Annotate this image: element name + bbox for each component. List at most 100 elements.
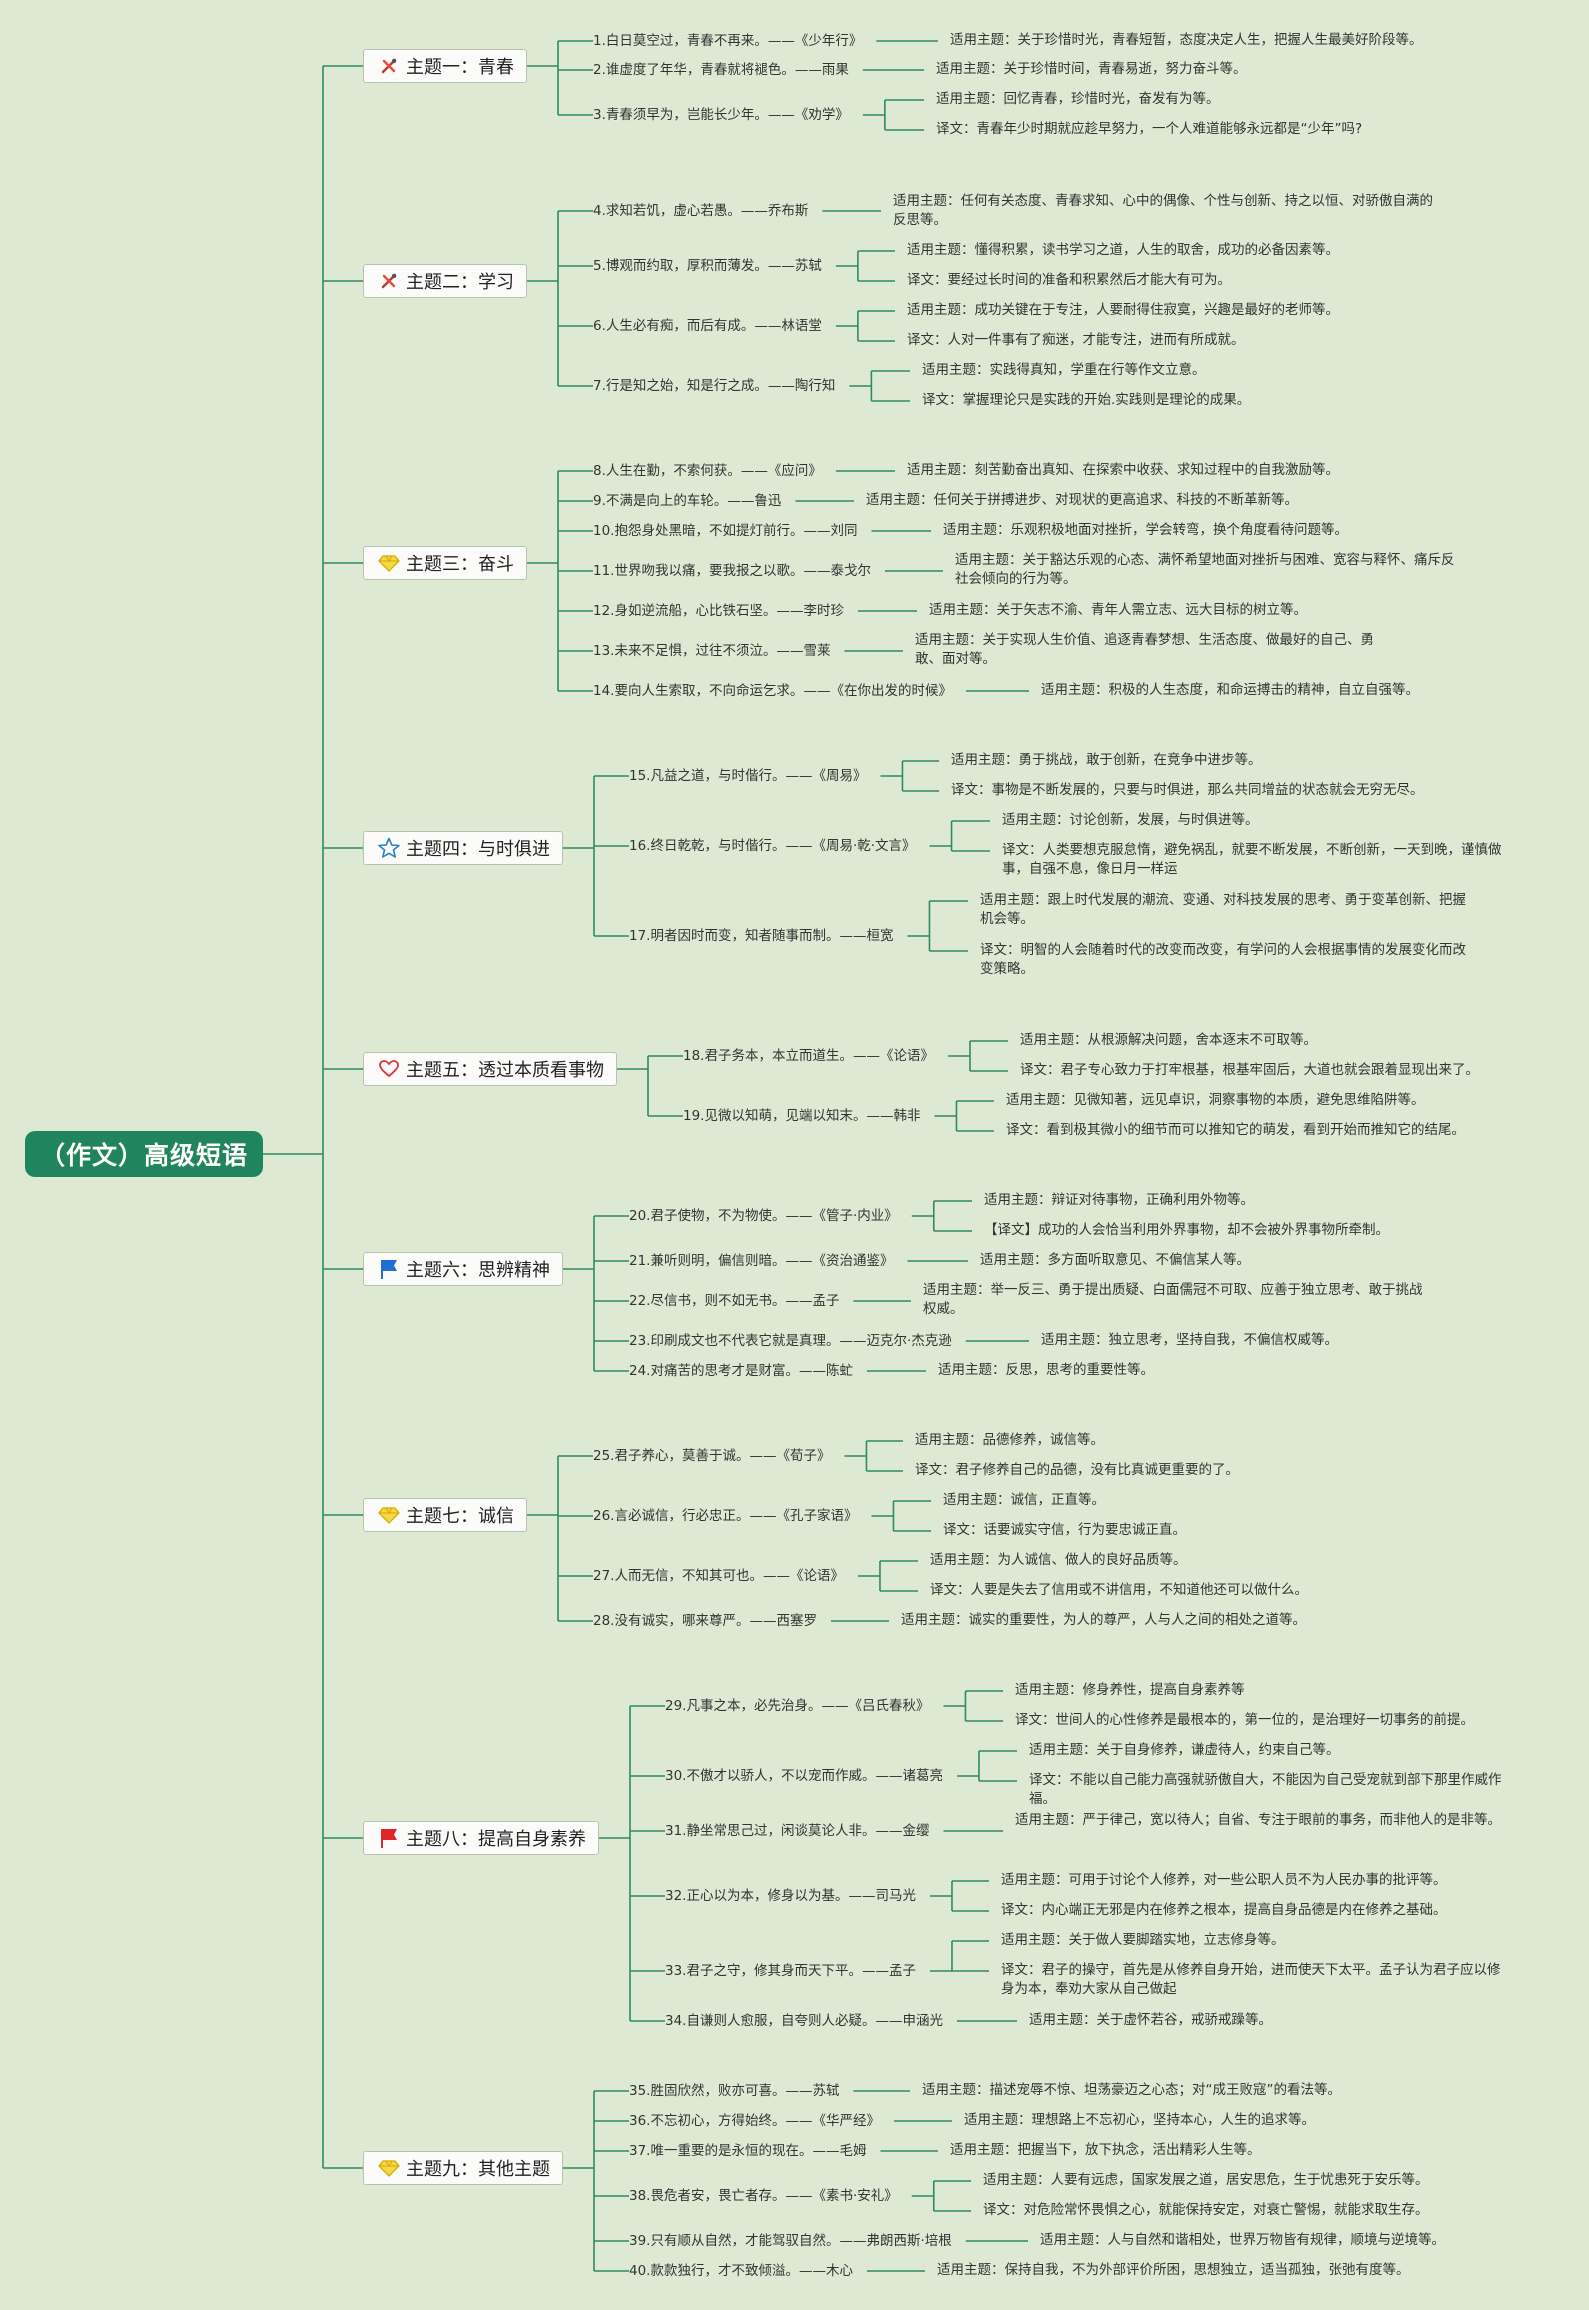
quote-node[interactable]: 25.君子养心，莫善于诚。——《荀子》 (593, 1448, 831, 1464)
applicable-theme-note: 适用主题：辩证对待事物，正确利用外物等。 (984, 1192, 1254, 1208)
star-icon (378, 837, 400, 859)
theme-label: 主题九：其他主题 (406, 2159, 550, 2180)
applicable-theme-note: 适用主题：关于虚怀若谷，戒骄戒躁等。 (1029, 2012, 1272, 2028)
heart-icon (378, 1058, 400, 1080)
applicable-theme-note: 适用主题：描述宠辱不惊、坦荡豪迈之心态；对“成王败寇”的看法等。 (922, 2082, 1341, 2098)
applicable-theme-note: 适用主题：诚实的重要性，为人的尊严，人与人之间的相处之道等。 (901, 1612, 1306, 1628)
quote-node[interactable]: 9.不满是向上的车轮。——鲁迅 (593, 493, 782, 509)
quote-node[interactable]: 8.人生在勤，不索何获。——《应问》 (593, 463, 822, 479)
applicable-theme-note: 适用主题：回忆青春，珍惜时光，奋发有为等。 (936, 91, 1220, 107)
translation-note: 【译文】成功的人会恰当利用外界事物，却不会被外界事物所牵制。 (984, 1222, 1389, 1238)
translation-note: 译文：人对一件事有了痴迷，才能专注，进而有所成就。 (907, 332, 1245, 348)
quote-node[interactable]: 30.不傲才以骄人，不以宠而作威。——诸葛亮 (665, 1768, 943, 1784)
applicable-theme-note: 适用主题：懂得积累，读书学习之道，人生的取舍，成功的必备因素等。 (907, 242, 1339, 258)
quote-node[interactable]: 5.博观而约取，厚积而薄发。——苏轼 (593, 258, 822, 274)
applicable-theme-note: 适用主题：刻苦勤奋出真知、在探索中收获、求知过程中的自我激励等。 (907, 462, 1339, 478)
quote-node[interactable]: 17.明者因时而变，知者随事而制。——桓宽 (629, 928, 894, 944)
blue-flag-icon (378, 1258, 400, 1280)
quote-node[interactable]: 2.谁虚度了年华，青春就将褪色。——雨果 (593, 62, 849, 78)
applicable-theme-note: 适用主题：关于矢志不渝、青年人需立志、远大目标的树立等。 (929, 602, 1307, 618)
quote-node[interactable]: 32.正心以为本，修身以为基。——司马光 (665, 1888, 916, 1904)
quote-node[interactable]: 21.兼听则明，偏信则暗。——《资治通鉴》 (629, 1253, 894, 1269)
quote-node[interactable]: 27.人而无信，不知其可也。——《论语》 (593, 1568, 844, 1584)
quote-node[interactable]: 18.君子务本，本立而道生。——《论语》 (683, 1048, 934, 1064)
applicable-theme-note: 适用主题：人与自然和谐相处，世界万物皆有规律，顺境与逆境等。 (1040, 2232, 1445, 2248)
quote-node[interactable]: 15.凡益之道，与时偕行。——《周易》 (629, 768, 867, 784)
theme-node[interactable]: 主题六：思辨精神 (363, 1252, 563, 1286)
applicable-theme-note: 适用主题：任何关于拼搏进步、对现状的更高追求、科技的不断革新等。 (866, 492, 1298, 508)
translation-note: 译文：君子修养自己的品德，没有比真诚更重要的了。 (915, 1462, 1239, 1478)
applicable-theme-note: 适用主题：关于珍惜时间，青春易逝，努力奋斗等。 (936, 61, 1247, 77)
theme-label: 主题七：诚信 (406, 1506, 514, 1527)
quote-node[interactable]: 31.静坐常思己过，闲谈莫论人非。——金缨 (665, 1823, 930, 1839)
quote-node[interactable]: 26.言必诚信，行必忠正。——《孔子家语》 (593, 1508, 858, 1524)
applicable-theme-note: 适用主题：积极的人生态度，和命运搏击的精神，自立自强等。 (1041, 682, 1419, 698)
translation-note: 译文：要经过长时间的准备和积累然后才能大有可为。 (907, 272, 1231, 288)
theme-label: 主题四：与时俱进 (406, 839, 550, 860)
theme-label: 主题五：透过本质看事物 (406, 1060, 604, 1081)
quote-node[interactable]: 39.只有顺从自然，才能驾驭自然。——弗朗西斯·培根 (629, 2233, 952, 2249)
translation-note: 译文：君子的操守，首先是从修养自身开始，进而使天下太平。孟子认为君子应以修身为本… (1001, 1962, 1501, 1997)
applicable-theme-note: 适用主题：实践得真知，学重在行等作文立意。 (922, 362, 1206, 378)
quote-node[interactable]: 38.畏危者安，畏亡者存。——《素书·安礼》 (629, 2188, 898, 2204)
quote-node[interactable]: 1.白日莫空过，青春不再来。——《少年行》 (593, 33, 863, 49)
quote-node[interactable]: 6.人生必有痴，而后有成。——林语堂 (593, 318, 822, 334)
theme-label: 主题一：青春 (406, 57, 514, 78)
quote-node[interactable]: 33.君子之守，修其身而天下平。——孟子 (665, 1963, 916, 1979)
quote-node[interactable]: 11.世界吻我以痛，要我报之以歌。——泰戈尔 (593, 563, 871, 579)
quote-node[interactable]: 37.唯一重要的是永恒的现在。——毛姆 (629, 2143, 867, 2159)
tools-icon (378, 55, 400, 77)
quote-node[interactable]: 10.抱怨身处黑暗，不如提灯前行。——刘同 (593, 523, 858, 539)
theme-node[interactable]: 主题一：青春 (363, 49, 527, 83)
quote-node[interactable]: 19.见微以知萌，见端以知末。——韩非 (683, 1108, 921, 1124)
applicable-theme-note: 适用主题：品德修养，诚信等。 (915, 1432, 1104, 1448)
quote-node[interactable]: 14.要向人生索取，不向命运乞求。——《在你出发的时候》 (593, 683, 952, 699)
quote-node[interactable]: 22.尽信书，则不如无书。——孟子 (629, 1293, 840, 1309)
quote-node[interactable]: 40.款款独行，才不致倾溢。——木心 (629, 2263, 853, 2279)
theme-node[interactable]: 主题五：透过本质看事物 (363, 1052, 617, 1086)
translation-note: 译文：内心端正无邪是内在修养之根本，提高自身品德是内在修养之基础。 (1001, 1902, 1447, 1918)
applicable-theme-note: 适用主题：诚信，正直等。 (943, 1492, 1105, 1508)
applicable-theme-note: 适用主题：人要有远虑，国家发展之道，居安思危，生于忧患死于安乐等。 (983, 2172, 1429, 2188)
applicable-theme-note: 适用主题：讨论创新，发展，与时俱进等。 (1002, 812, 1259, 828)
applicable-theme-note: 适用主题：关于珍惜时光，青春短暂，态度决定人生，把握人生最美好阶段等。 (950, 32, 1423, 48)
quote-node[interactable]: 7.行是知之始，知是行之成。——陶行知 (593, 378, 836, 394)
applicable-theme-note: 适用主题：可用于讨论个人修养，对一些公职人员不为人民办事的批评等。 (1001, 1872, 1447, 1888)
applicable-theme-note: 适用主题：修身养性，提高自身素养等 (1015, 1682, 1245, 1698)
quote-node[interactable]: 23.印刷成文也不代表它就是真理。——迈克尔·杰克逊 (629, 1333, 952, 1349)
applicable-theme-note: 适用主题：关于实现人生价值、追逐青春梦想、生活态度、做最好的自己、勇敢、面对等。 (915, 632, 1374, 667)
theme-node[interactable]: 主题二：学习 (363, 264, 527, 298)
theme-node[interactable]: 主题七：诚信 (363, 1498, 527, 1532)
applicable-theme-note: 适用主题：举一反三、勇于提出质疑、白面儒冠不可取、应善于独立思考、敢于挑战权威。 (923, 1282, 1423, 1317)
applicable-theme-note: 适用主题：严于律己，宽以待人；自省、专注于眼前的事务，而非他人的是非等。 (1015, 1812, 1501, 1828)
tools-icon (378, 270, 400, 292)
quote-node[interactable]: 36.不忘初心，方得始终。——《华严经》 (629, 2113, 880, 2129)
translation-note: 译文：掌握理论只是实践的开始.实践则是理论的成果。 (922, 392, 1251, 408)
theme-node[interactable]: 主题三：奋斗 (363, 546, 527, 580)
applicable-theme-note: 适用主题：关于做人要脚踏实地，立志修身等。 (1001, 1932, 1285, 1948)
root-topic[interactable]: （作文）高级短语 (25, 1131, 263, 1177)
translation-note: 译文：人要是失去了信用或不讲信用，不知道他还可以做什么。 (930, 1582, 1308, 1598)
translation-note: 译文：不能以自己能力高强就骄傲自大，不能因为自己受宠就到部下那里作威作福。 (1029, 1772, 1502, 1807)
translation-note: 译文：明智的人会随着时代的改变而改变，有学问的人会根据事情的发展变化而改变策略。 (980, 942, 1466, 977)
theme-node[interactable]: 主题九：其他主题 (363, 2151, 563, 2185)
theme-label: 主题八：提高自身素养 (406, 1829, 586, 1850)
theme-node[interactable]: 主题八：提高自身素养 (363, 1821, 599, 1855)
quote-node[interactable]: 4.求知若饥，虚心若愚。——乔布斯 (593, 203, 809, 219)
theme-node[interactable]: 主题四：与时俱进 (363, 831, 563, 865)
quote-node[interactable]: 28.没有诚实，哪来尊严。——西塞罗 (593, 1613, 817, 1629)
quote-node[interactable]: 35.胜固欣然，败亦可喜。——苏轼 (629, 2083, 840, 2099)
applicable-theme-note: 适用主题：多方面听取意见、不偏信某人等。 (980, 1252, 1250, 1268)
quote-node[interactable]: 24.对痛苦的思考才是财富。——陈虻 (629, 1363, 853, 1379)
quote-node[interactable]: 16.终日乾乾，与时偕行。——《周易·乾·文言》 (629, 838, 916, 854)
quote-node[interactable]: 13.未来不足惧，过往不须泣。——雪莱 (593, 643, 831, 659)
quote-node[interactable]: 20.君子使物，不为物使。——《管子·内业》 (629, 1208, 898, 1224)
gem-icon (378, 2157, 400, 2179)
applicable-theme-note: 适用主题：把握当下，放下执念，活出精彩人生等。 (950, 2142, 1261, 2158)
red-flag-icon (378, 1827, 400, 1849)
applicable-theme-note: 适用主题：跟上时代发展的潮流、变通、对科技发展的思考、勇于变革创新、把握机会等。 (980, 892, 1466, 927)
quote-node[interactable]: 12.身如逆流船，心比铁石坚。——李时珍 (593, 603, 844, 619)
quote-node[interactable]: 34.自谦则人愈服，自夸则人必疑。——申涵光 (665, 2013, 943, 2029)
quote-node[interactable]: 3.青春须早为，岂能长少年。——《劝学》 (593, 107, 849, 123)
quote-node[interactable]: 29.凡事之本，必先治身。——《吕氏春秋》 (665, 1698, 930, 1714)
